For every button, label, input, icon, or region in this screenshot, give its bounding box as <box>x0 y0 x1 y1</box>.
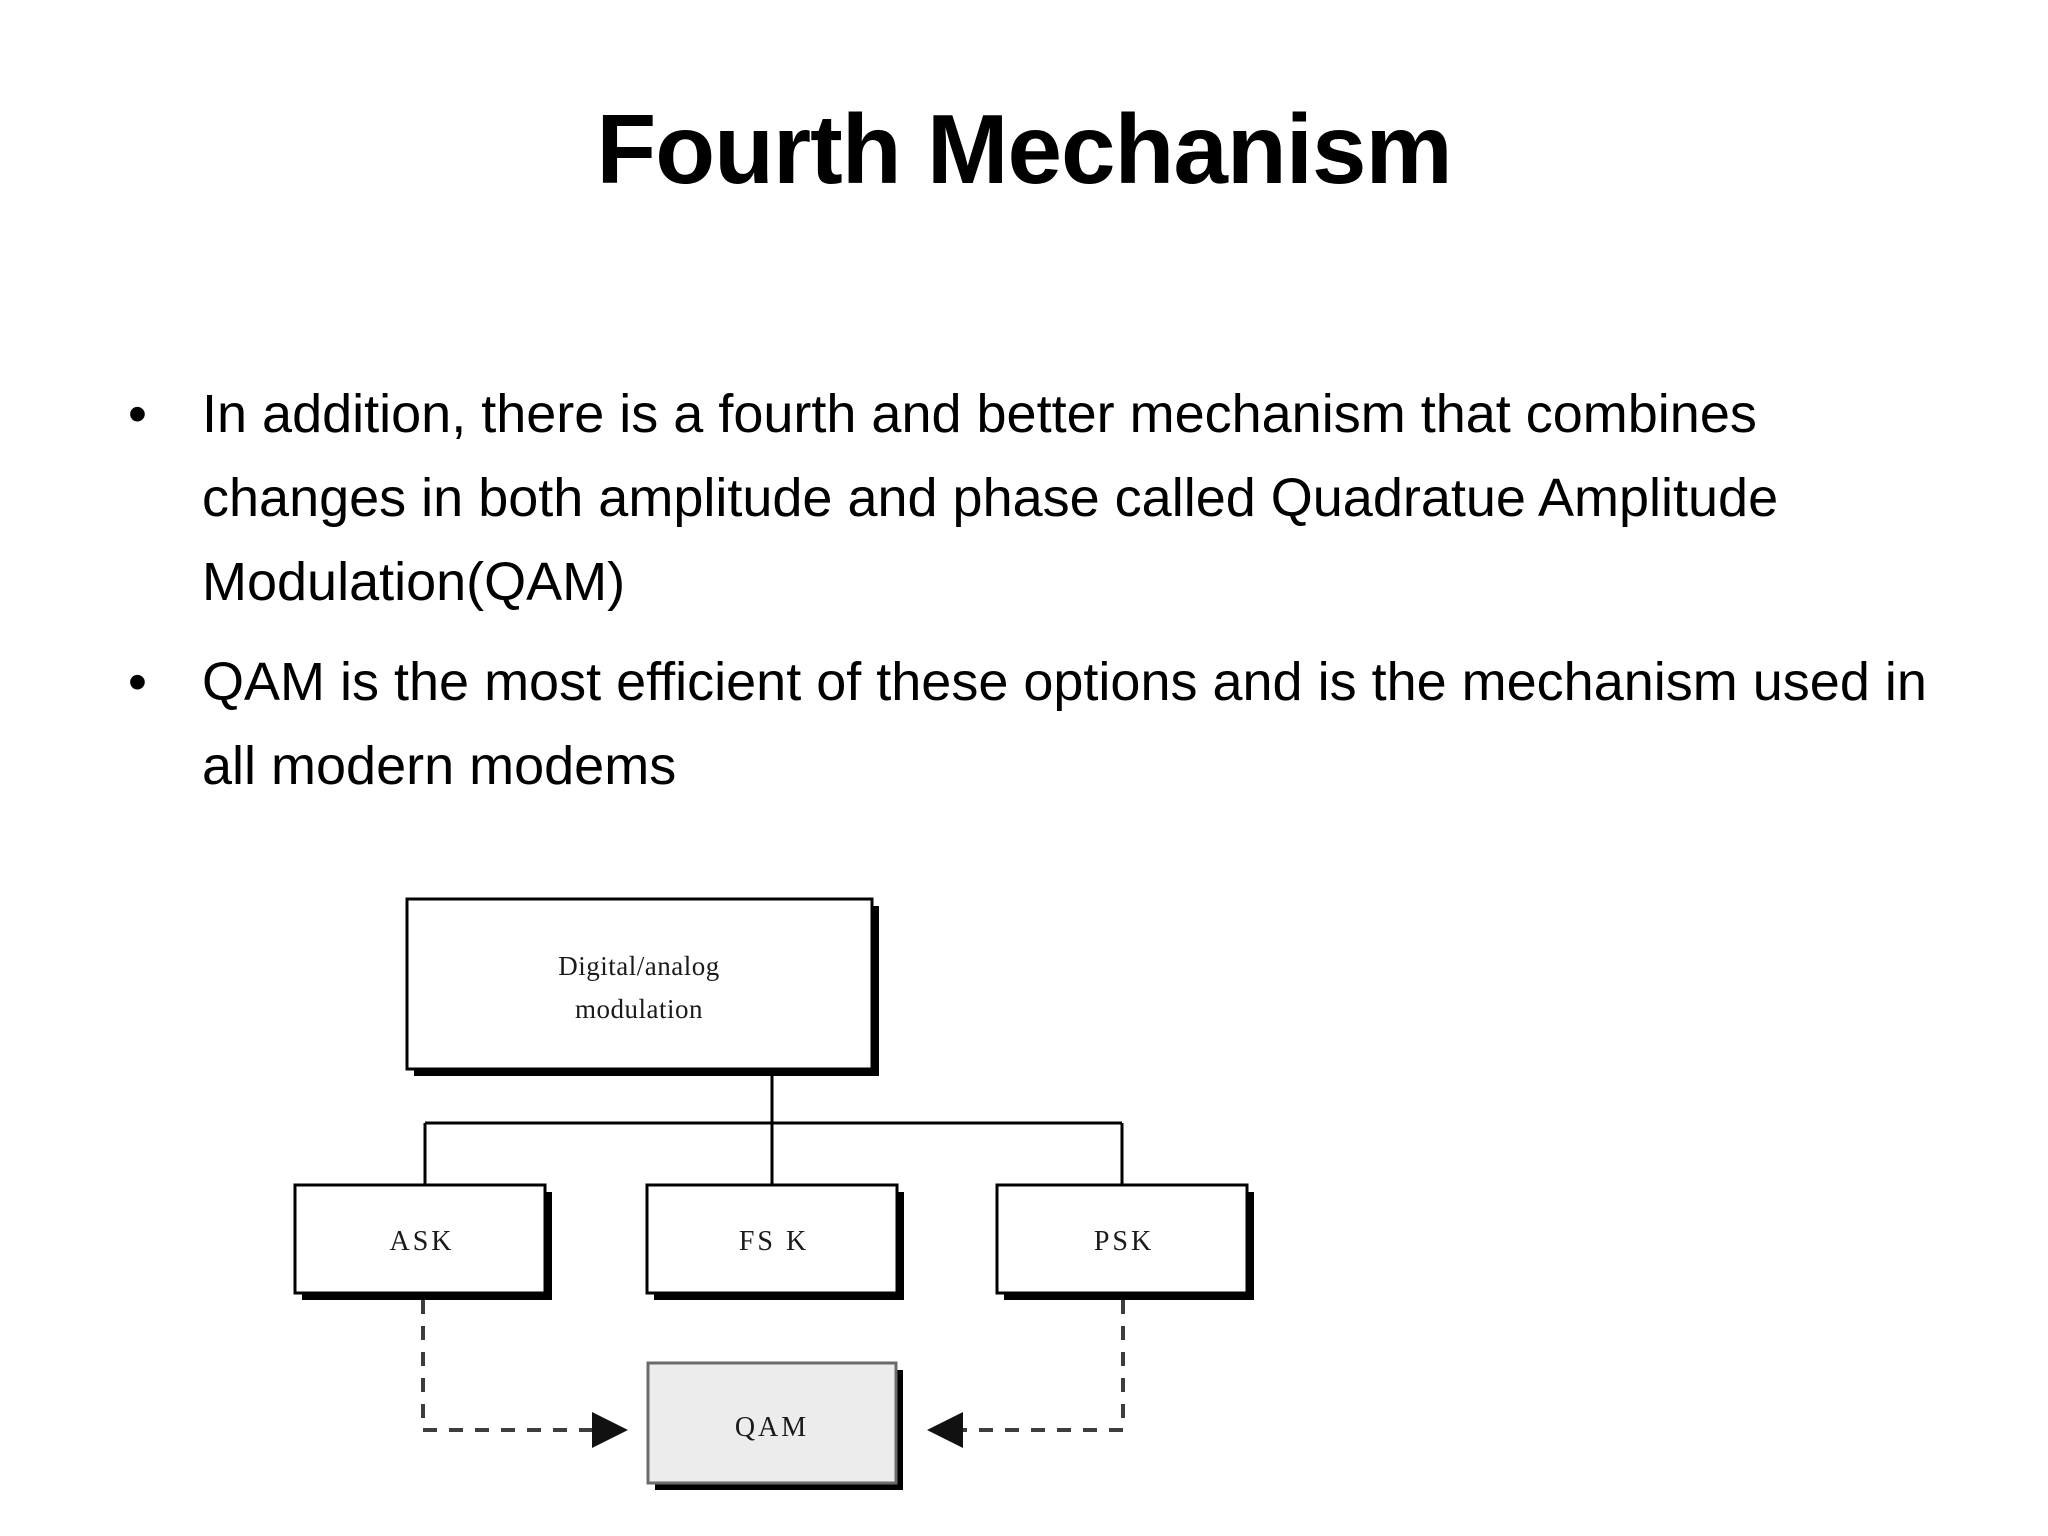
modulation-tree-diagram: Digital/analog modulation ASK FS K PSK <box>280 870 1800 1536</box>
node-ask: ASK <box>293 1183 552 1300</box>
qam-box-label: QAM <box>735 1412 809 1443</box>
qam-box <box>646 1361 898 1485</box>
ask-box-label: ASK <box>389 1226 454 1257</box>
bullet-point-icon: • <box>128 384 147 444</box>
list-item-text: QAM is the most efficient of these optio… <box>202 652 1927 796</box>
list-item-text: In addition, there is a fourth and bette… <box>202 384 1779 612</box>
node-qam: QAM <box>646 1361 903 1490</box>
root-box-label-line2: modulation <box>575 994 703 1024</box>
dashed-link-psk-qam <box>927 1300 1125 1448</box>
node-fsk: FS K <box>645 1183 904 1300</box>
root-box-label-line1: Digital/analog <box>558 951 719 981</box>
root-box <box>405 897 874 1071</box>
dashed-link-ask-qam <box>421 1300 628 1448</box>
page-title: Fourth Mechanism <box>596 94 1452 204</box>
bullet-point-icon: • <box>128 652 147 712</box>
list-item: • QAM is the most efficient of these opt… <box>110 640 1950 808</box>
psk-box-label: PSK <box>1094 1226 1154 1257</box>
node-root: Digital/analog modulation <box>405 897 879 1076</box>
fsk-box <box>645 1183 899 1295</box>
ask-box <box>293 1183 547 1295</box>
fsk-box-label: FS K <box>739 1226 809 1257</box>
bullet-list: • In addition, there is a fourth and bet… <box>110 372 1950 824</box>
tree-connectors <box>423 1075 1124 1185</box>
psk-box <box>995 1183 1249 1295</box>
node-psk: PSK <box>995 1183 1254 1300</box>
list-item: • In addition, there is a fourth and bet… <box>110 372 1950 624</box>
